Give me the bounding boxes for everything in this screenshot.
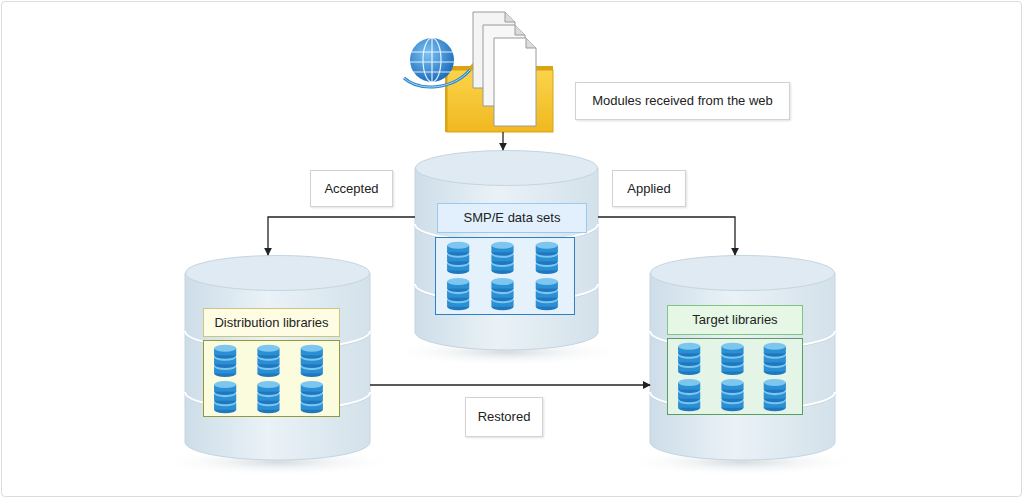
library-box bbox=[435, 237, 575, 315]
library-box bbox=[667, 338, 803, 415]
database-cylinder: Distribution libraries bbox=[185, 255, 370, 460]
edge-label: Applied bbox=[612, 170, 686, 207]
flow-arrow bbox=[370, 384, 650, 385]
node-label: Distribution libraries bbox=[203, 308, 340, 337]
node-label: Modules received from the web bbox=[575, 82, 790, 120]
node-label: SMP/E data sets bbox=[437, 203, 587, 233]
edge-label: Restored bbox=[465, 397, 543, 437]
node-label: Target libraries bbox=[667, 305, 803, 335]
flow-arrow bbox=[268, 217, 415, 255]
edge-label: Accepted bbox=[310, 170, 393, 207]
database-cylinder: Target libraries bbox=[650, 255, 835, 460]
database-cylinder: SMP/E data sets bbox=[415, 150, 598, 350]
document-icon bbox=[473, 12, 536, 126]
mini-database-icons bbox=[668, 339, 802, 414]
mini-database-icons bbox=[436, 238, 574, 314]
source-group: Modules received from the web bbox=[405, 8, 793, 132]
library-box bbox=[203, 340, 340, 417]
globe-icon bbox=[404, 38, 470, 87]
flow-arrow bbox=[502, 132, 503, 150]
flow-arrow bbox=[598, 217, 735, 255]
mini-database-icons bbox=[204, 341, 339, 416]
